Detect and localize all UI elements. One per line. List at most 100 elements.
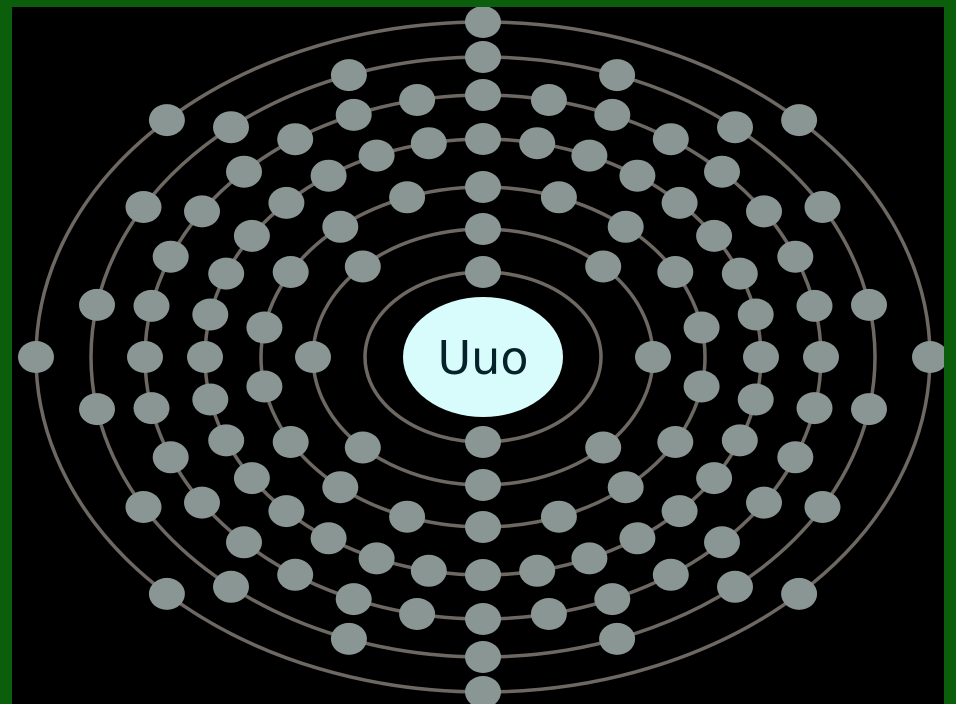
electron-shell-3: [246, 312, 282, 344]
diagram-panel: Uuo: [12, 7, 944, 704]
electron-shell-2: [585, 251, 621, 283]
electron-shell-3: [273, 426, 309, 458]
electron-shell-5: [127, 341, 163, 373]
electron-shell-4: [696, 220, 732, 252]
electron-shell-5: [465, 79, 501, 111]
electron-shell-3: [389, 501, 425, 533]
electron-shell-3: [273, 256, 309, 288]
electron-shell-4: [571, 140, 607, 172]
electron-shell-2: [345, 251, 381, 283]
electron-shell-2: [635, 341, 671, 373]
electron-shell-4: [208, 424, 244, 456]
electron-shell-4: [571, 542, 607, 574]
electron-shell-4: [619, 160, 655, 192]
electron-shell-3: [322, 211, 358, 243]
electron-shell-1: [465, 256, 501, 288]
electron-shell-3: [322, 471, 358, 503]
electron-shell-5: [184, 487, 220, 519]
electron-shell-2: [585, 432, 621, 464]
nucleus: Uuo: [403, 297, 563, 417]
electron-shell-4: [411, 555, 447, 587]
electron-shell-5: [704, 526, 740, 558]
electron-shell-6: [717, 111, 753, 143]
electron-shell-2: [345, 432, 381, 464]
electron-shell-5: [803, 341, 839, 373]
electron-shell-4: [519, 127, 555, 159]
electron-shell-5: [746, 487, 782, 519]
electron-shell-5: [777, 241, 813, 273]
electron-shell-6: [599, 59, 635, 91]
electron-shell-6: [465, 641, 501, 673]
electron-shell-4: [268, 495, 304, 527]
element-symbol: Uuo: [438, 331, 529, 385]
electron-shell-4: [465, 559, 501, 591]
electron-shell-6: [79, 393, 115, 425]
electron-shell-5: [277, 559, 313, 591]
electron-shell-7: [149, 578, 185, 610]
electron-shell-6: [805, 491, 841, 523]
electron-shell-4: [411, 127, 447, 159]
electron-shell-4: [268, 187, 304, 219]
electron-shell-4: [234, 220, 270, 252]
electron-shell-7: [912, 341, 944, 373]
electron-shell-4: [738, 299, 774, 331]
electron-shell-6: [126, 191, 162, 223]
electron-shell-4: [519, 555, 555, 587]
electron-shell-5: [226, 526, 262, 558]
electron-shell-5: [153, 441, 189, 473]
electron-shell-5: [704, 156, 740, 188]
electron-shell-5: [277, 123, 313, 155]
electron-shell-5: [134, 290, 170, 322]
electron-shell-1: [465, 426, 501, 458]
electron-shell-3: [684, 312, 720, 344]
electron-shell-6: [79, 289, 115, 321]
electron-shell-6: [465, 41, 501, 73]
electron-shell-6: [599, 623, 635, 655]
electron-shell-3: [541, 181, 577, 213]
electron-shell-5: [653, 559, 689, 591]
electron-shell-6: [851, 289, 887, 321]
electron-shell-3: [608, 211, 644, 243]
electron-shell-3: [246, 371, 282, 403]
electron-shell-2: [295, 341, 331, 373]
electron-shell-7: [465, 676, 501, 704]
electron-shell-6: [331, 623, 367, 655]
electron-shell-7: [465, 7, 501, 38]
electron-shell-6: [331, 59, 367, 91]
electron-shell-3: [541, 501, 577, 533]
electron-shell-5: [226, 156, 262, 188]
electron-shell-6: [126, 491, 162, 523]
electron-shell-5: [797, 290, 833, 322]
electron-shell-7: [18, 341, 54, 373]
electron-shell-4: [722, 258, 758, 290]
electron-shell-5: [153, 241, 189, 273]
electron-shell-4: [311, 160, 347, 192]
electron-shell-4: [208, 258, 244, 290]
electron-shell-4: [234, 462, 270, 494]
electron-shell-2: [465, 469, 501, 501]
electron-shell-5: [531, 598, 567, 630]
electron-shell-4: [465, 123, 501, 155]
electron-shell-5: [746, 195, 782, 227]
electron-shell-4: [359, 542, 395, 574]
electron-shell-4: [192, 299, 228, 331]
electron-shell-3: [465, 511, 501, 543]
electron-shell-7: [149, 104, 185, 136]
electron-shell-6: [851, 393, 887, 425]
electron-shell-4: [619, 522, 655, 554]
electron-shell-4: [359, 140, 395, 172]
electron-shell-5: [777, 441, 813, 473]
electron-shell-6: [213, 111, 249, 143]
electron-shell-5: [594, 583, 630, 615]
electron-shell-7: [781, 578, 817, 610]
electron-shell-5: [399, 598, 435, 630]
electron-shell-4: [662, 187, 698, 219]
electron-shell-5: [336, 583, 372, 615]
electron-shell-3: [608, 471, 644, 503]
electron-shell-4: [187, 341, 223, 373]
electron-shell-5: [336, 99, 372, 131]
electron-shell-4: [738, 384, 774, 416]
electron-shell-5: [531, 84, 567, 116]
electron-shell-6: [213, 571, 249, 603]
